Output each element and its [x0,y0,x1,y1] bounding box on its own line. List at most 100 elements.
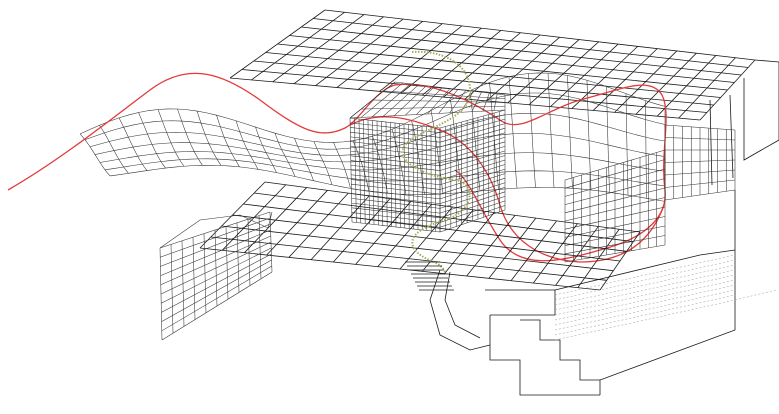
roof-grid-line-v [241,69,707,113]
stair-steps [520,319,600,381]
left-wall-line-v [161,259,272,322]
cube-front-line-v [351,207,441,219]
floor-grid-line-v [264,181,641,233]
left-wall-line-v [160,217,271,258]
membrane-mesh-line [313,141,333,185]
right-mesh-wall [564,124,736,263]
membrane-mesh-line [235,120,259,170]
cube-side-line-v [439,164,506,185]
membrane-mesh-line [99,151,666,172]
roof-grid-line-v [229,77,701,121]
cube-front-line-v [350,169,441,181]
cube-side-line-v [439,109,506,129]
roof-grid-line-v [324,9,756,61]
cube-front-line-v [350,160,441,171]
cube-side-line-v [439,155,506,176]
right-wall-line-v [564,149,666,181]
cube-front-line-v [349,117,441,129]
cube-front-line-v [350,127,441,138]
right-box-line-v [664,169,736,176]
cube-side-line-v [439,159,506,181]
floor-grid-line-v [210,236,607,281]
left-wall-line-v [161,253,272,313]
right-box-line-v [664,137,736,141]
membrane-mesh-line [99,125,129,174]
cube-side-line-v [439,187,506,209]
stair-base-massing [405,190,736,396]
cube-front-line-v [350,155,441,167]
roof-grid-line-v [289,35,735,83]
helical-ramp-curve [402,50,472,273]
cube-front-line-v [351,174,441,186]
projection-line [554,264,736,306]
left-wall-line-v [161,271,273,341]
cube-front-line-v [350,141,441,152]
left-wall-line-v [161,247,272,304]
membrane-edge-curve-lower [349,116,665,263]
right-wall-line-v [564,197,666,222]
floor-grid-line-v [232,214,621,262]
roof-grid-plane [229,9,756,121]
membrane-mesh-line [104,158,666,187]
roof-grid-line-v [301,26,742,76]
projection-line [554,294,736,336]
roof-volume-box [709,59,779,186]
stair-profile [489,315,600,396]
cube-front-line-v [351,183,441,195]
right-wall-line-v [564,187,666,214]
floor-grid-plane [199,181,641,291]
cube-side-line-v [439,205,506,228]
cube-side-line-v [439,127,506,148]
floor-grid-line-v [243,203,627,252]
projection-line [554,289,736,331]
cube-side-line-v [439,137,506,157]
cube-side-line-v [439,177,506,200]
base-top-edge [554,249,736,291]
cube-top-line-v [372,99,506,103]
projection-line [554,299,736,341]
right-wall-line-v [564,159,666,189]
right-wall-line-v [564,225,666,246]
projection-line [734,289,777,301]
floor-grid-line-v [254,192,634,243]
cube-front-line-v [350,131,441,143]
membrane-mesh-line [294,138,314,181]
ramp-curve-inner [444,271,481,339]
roof-grid-line-v [313,18,749,68]
membrane-mesh-line [430,110,444,194]
cube-front-line-v [351,212,441,223]
cube-front-line-v [350,146,441,157]
membrane-mesh-line [177,108,203,166]
right-wall-line-v [564,235,666,255]
right-wall-line-v [564,244,666,263]
cube-edge [349,81,396,119]
cube-top-line-v [383,90,506,100]
cube-front-line-v [350,136,441,148]
right-wall-line-v [564,168,666,197]
cube-side-line-v [439,118,506,138]
membrane-mesh-line [109,165,666,202]
membrane-mesh-line [567,75,573,189]
cube-side-line-v [439,141,506,162]
left-wall-line-v [159,211,271,249]
cube-front-line-v [351,198,441,209]
projection-line [554,259,736,301]
right-wall-line-v [564,216,666,238]
cube-top-line-v [349,109,506,119]
left-wall-line-v [160,229,271,276]
left-wall-line-v [160,241,272,295]
cube-side-line-v [439,196,506,219]
floor-grid-line-v [221,225,614,272]
left-wall-top [159,211,273,249]
membrane-edge-curve [7,72,667,262]
membrane-mesh-line [528,73,536,188]
cube-side-line-v [439,146,506,167]
cube-top-line-v [394,81,506,96]
right-wall-line-v [564,206,666,230]
projection-line [554,284,736,326]
projection-line [554,274,736,316]
membrane-mesh-line [606,86,610,193]
cube-side-line-v [439,150,506,171]
membrane-mesh-line [547,73,555,188]
